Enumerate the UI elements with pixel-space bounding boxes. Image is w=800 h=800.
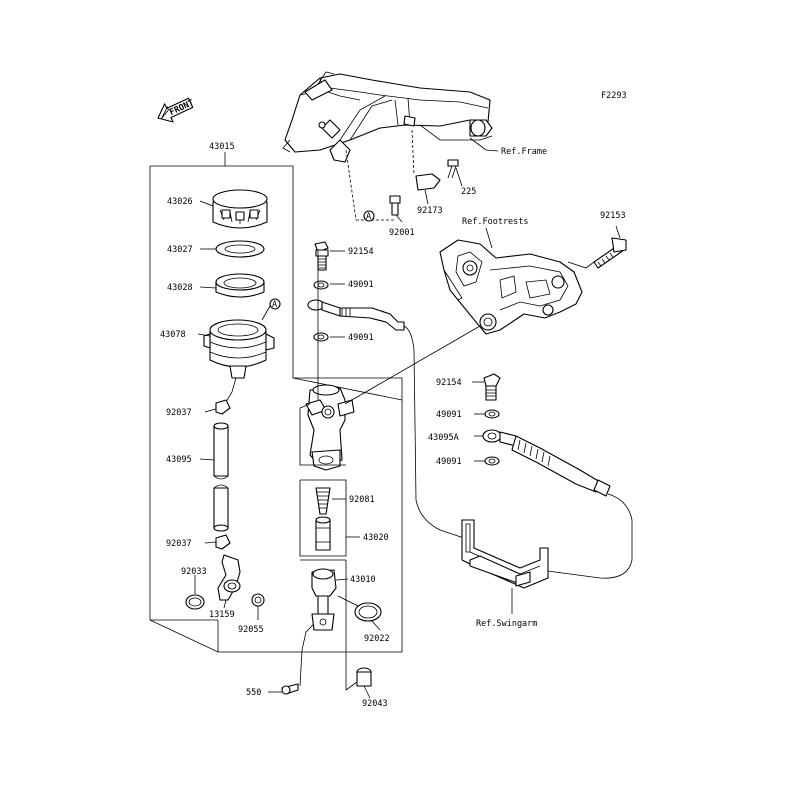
part-92173: 92173 <box>411 129 443 216</box>
part-label-49091-b: 49091 <box>348 333 374 343</box>
part-label-49091-d: 49091 <box>436 457 462 467</box>
part-label-92081: 92081 <box>349 495 375 505</box>
part-43078: 43078 <box>160 319 275 403</box>
part-49091-d: 49091 <box>436 456 500 467</box>
part-49091-a: 49091 <box>313 280 374 290</box>
part-label-13159: 13159 <box>209 610 235 620</box>
part-49091-c: 49091 <box>436 409 500 420</box>
brake-hose-upper <box>307 299 471 541</box>
part-43095: 43095 <box>166 422 229 532</box>
part-43095A: 43095A <box>428 429 633 579</box>
frame-drawing <box>282 71 493 163</box>
part-label-92001: 92001 <box>389 228 415 238</box>
part-label-92022: 92022 <box>364 634 390 644</box>
part-92037-top: 92037 <box>166 399 231 418</box>
svg-text:A: A <box>272 300 277 310</box>
part-92001: A 92001 <box>345 149 415 238</box>
footrest-bracket-drawing: Ref.Footrests <box>344 217 595 405</box>
assembly-43015-outline <box>149 165 403 653</box>
part-43026: 43026 <box>167 189 268 229</box>
part-label-43026: 43026 <box>167 197 193 207</box>
part-label-550: 550 <box>246 688 261 698</box>
part-92153: 92153 <box>593 211 627 269</box>
part-92022: 92022 <box>337 595 390 644</box>
marker-a-frame: A <box>366 212 371 222</box>
ref-footrests: Ref.Footrests <box>462 217 529 227</box>
part-49091-b: 49091 <box>313 332 374 343</box>
ref-frame-leader <box>485 149 499 152</box>
part-label-43095A: 43095A <box>428 433 459 443</box>
master-cylinder-body <box>292 377 403 471</box>
swingarm-bracket-drawing: Ref.Swingarm <box>461 519 549 629</box>
part-13159: 13159 <box>209 554 241 620</box>
part-label-92154-right: 92154 <box>436 378 462 388</box>
part-92043: 92043 <box>345 667 388 709</box>
part-43028: 43028 <box>167 273 265 298</box>
part-43010: 43010 <box>300 559 376 690</box>
part-92081: 92081 <box>315 487 375 515</box>
part-label-43020: 43020 <box>363 533 389 543</box>
part-label-49091-a: 49091 <box>348 280 374 290</box>
ref-swingarm: Ref.Swingarm <box>476 619 537 629</box>
part-92033: 92033 <box>181 567 207 610</box>
part-92055: 92055 <box>238 593 265 635</box>
part-43020: 43020 <box>299 479 389 557</box>
part-label-92055: 92055 <box>238 625 264 635</box>
part-label-92037-bottom: 92037 <box>166 539 192 549</box>
part-label-92173: 92173 <box>417 206 443 216</box>
part-label-92154-top: 92154 <box>348 247 374 257</box>
part-550: 550 <box>246 623 315 698</box>
marker-a-reservoir: A <box>261 298 281 321</box>
part-225: 225 <box>447 159 476 197</box>
ref-frame: Ref.Frame <box>501 147 547 157</box>
part-label-92153: 92153 <box>600 211 626 221</box>
part-label-43010: 43010 <box>350 575 376 585</box>
part-92154-right: 92154 <box>436 373 501 401</box>
diagram-code: F2293 <box>601 91 627 101</box>
part-label-43028: 43028 <box>167 283 193 293</box>
part-label-43078: 43078 <box>160 330 186 340</box>
part-label-92033: 92033 <box>181 567 207 577</box>
part-label-92043: 92043 <box>362 699 388 709</box>
front-arrow-icon: FRONT <box>157 97 196 123</box>
part-label-92037-top: 92037 <box>166 408 192 418</box>
part-92037-bottom: 92037 <box>166 534 231 550</box>
part-label-43015: 43015 <box>209 142 235 152</box>
part-label-49091-c: 49091 <box>436 410 462 420</box>
part-43027: 43027 <box>167 240 265 258</box>
part-label-225: 225 <box>461 187 476 197</box>
part-label-43095: 43095 <box>166 455 192 465</box>
part-92154-top: 92154 <box>314 241 374 271</box>
part-label-43027: 43027 <box>167 245 193 255</box>
